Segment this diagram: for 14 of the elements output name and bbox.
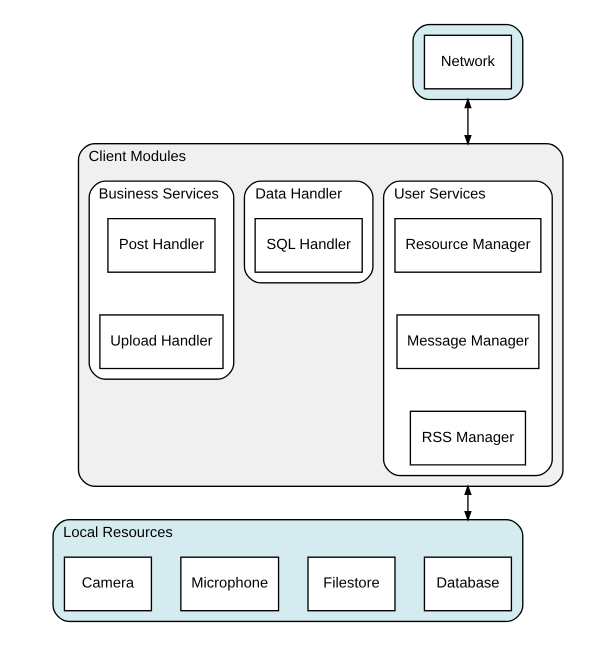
node-box: RSS Manager (409, 410, 526, 466)
node-box: Camera (63, 556, 152, 612)
node-box: Message Manager (396, 314, 540, 370)
node-box: Resource Manager (394, 218, 542, 273)
node-box: Upload Handler (98, 314, 224, 370)
node-box: Database (423, 556, 512, 612)
node-box: Microphone (180, 556, 279, 612)
node-box: Network (423, 34, 512, 90)
arrow (464, 484, 472, 522)
node-box: Filestore (306, 556, 396, 612)
cluster (412, 24, 523, 100)
node-box: SQL Handler (254, 218, 362, 273)
arrow (464, 97, 472, 146)
node-box: Post Handler (106, 218, 216, 273)
